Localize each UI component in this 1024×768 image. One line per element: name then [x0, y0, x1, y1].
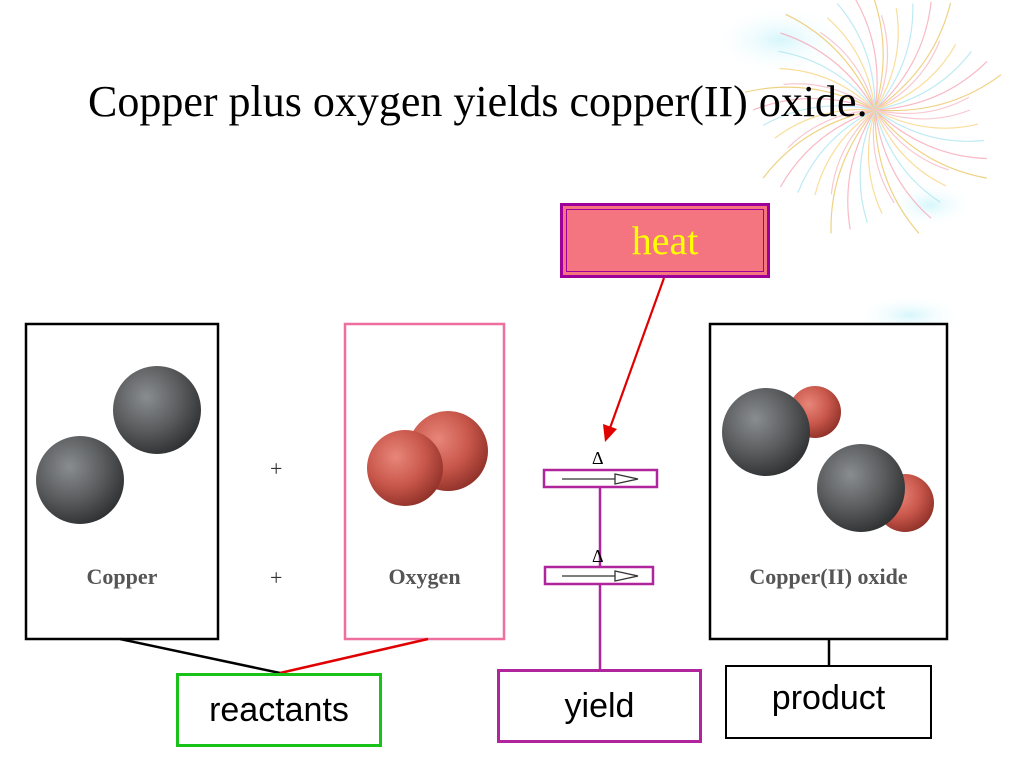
reactants-tag-label: reactants: [209, 690, 349, 729]
firework-decoration: [710, 0, 1002, 335]
copper-label: Copper: [86, 564, 158, 589]
delta-symbol-top: Δ: [592, 448, 604, 468]
delta-symbol-bottom: Δ: [592, 546, 604, 566]
yield-tag: yield: [497, 669, 702, 743]
heat-tag-label: heat: [631, 218, 699, 263]
reactants-tag: reactants: [176, 673, 382, 747]
product-tag: product: [725, 665, 932, 739]
yield-tag-label: yield: [564, 686, 635, 725]
product-tag-label: product: [771, 678, 886, 717]
product-copper-atom-1: [722, 388, 810, 476]
plus-sign-top: +: [270, 456, 283, 481]
heat-tag: heat: [560, 203, 770, 278]
oxygen-label: Oxygen: [388, 564, 461, 589]
yield-arrow-top: [542, 468, 659, 489]
copper-atom-2: [36, 436, 124, 524]
heat-pointer-arrow: [603, 277, 666, 442]
yield-arrow-bottom: [543, 565, 655, 586]
product-label: Copper(II) oxide: [749, 564, 908, 589]
reactants-connector-copper: [119, 637, 281, 675]
reactants-connector-oxygen: [279, 637, 429, 675]
oxygen-atom-2: [367, 430, 443, 506]
plus-sign-bottom: +: [270, 565, 283, 590]
page-title: Copper plus oxygen yields copper(II) oxi…: [88, 77, 868, 126]
product-copper-atom-2: [817, 444, 905, 532]
copper-atom-1: [113, 366, 201, 454]
